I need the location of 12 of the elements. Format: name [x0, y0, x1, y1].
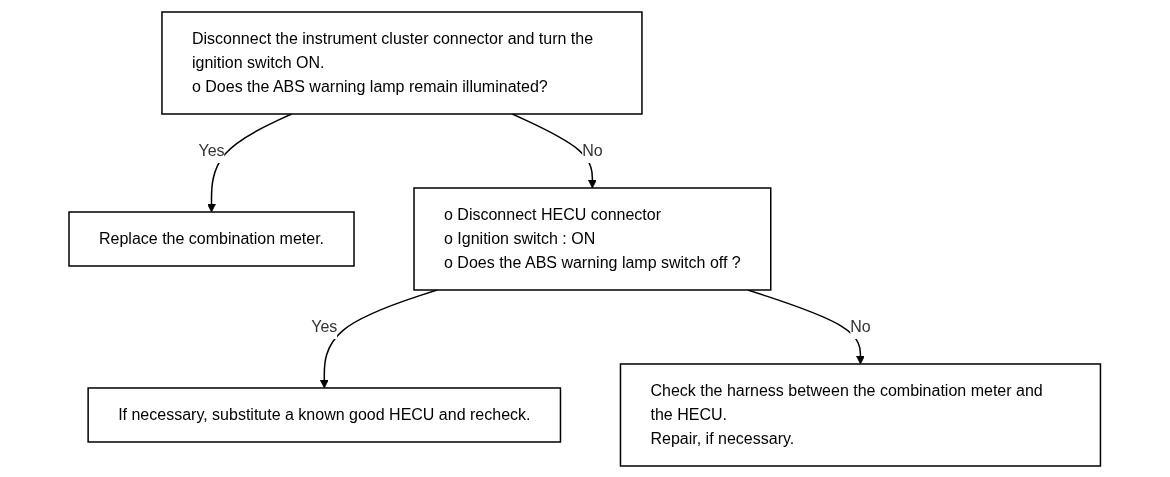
arrow: [207, 112, 293, 212]
arrow: [747, 288, 866, 364]
edge-label: Yes: [198, 141, 225, 159]
node-box: o Disconnect HECU connector o Ignition switch : ON o Does the ABS warning lamp switch off ?: [413, 186, 772, 291]
node-box: Replace the combination meter.: [68, 210, 356, 267]
node-box: Disconnect the instrument cluster connector and turn the ignition switch ON. o Does the ABS warning lamp remain illuminated?: [161, 10, 643, 115]
node-box: If necessary, substitute a known good HECU and recheck.: [87, 386, 562, 443]
edge-label: No: [582, 141, 603, 159]
arrow: [511, 112, 598, 188]
node-box: Check the harness between the combination meter and the HECU. Repair, if necessary.: [620, 362, 1102, 467]
edge-label: No: [850, 317, 871, 335]
edge-label: Yes: [311, 317, 338, 335]
